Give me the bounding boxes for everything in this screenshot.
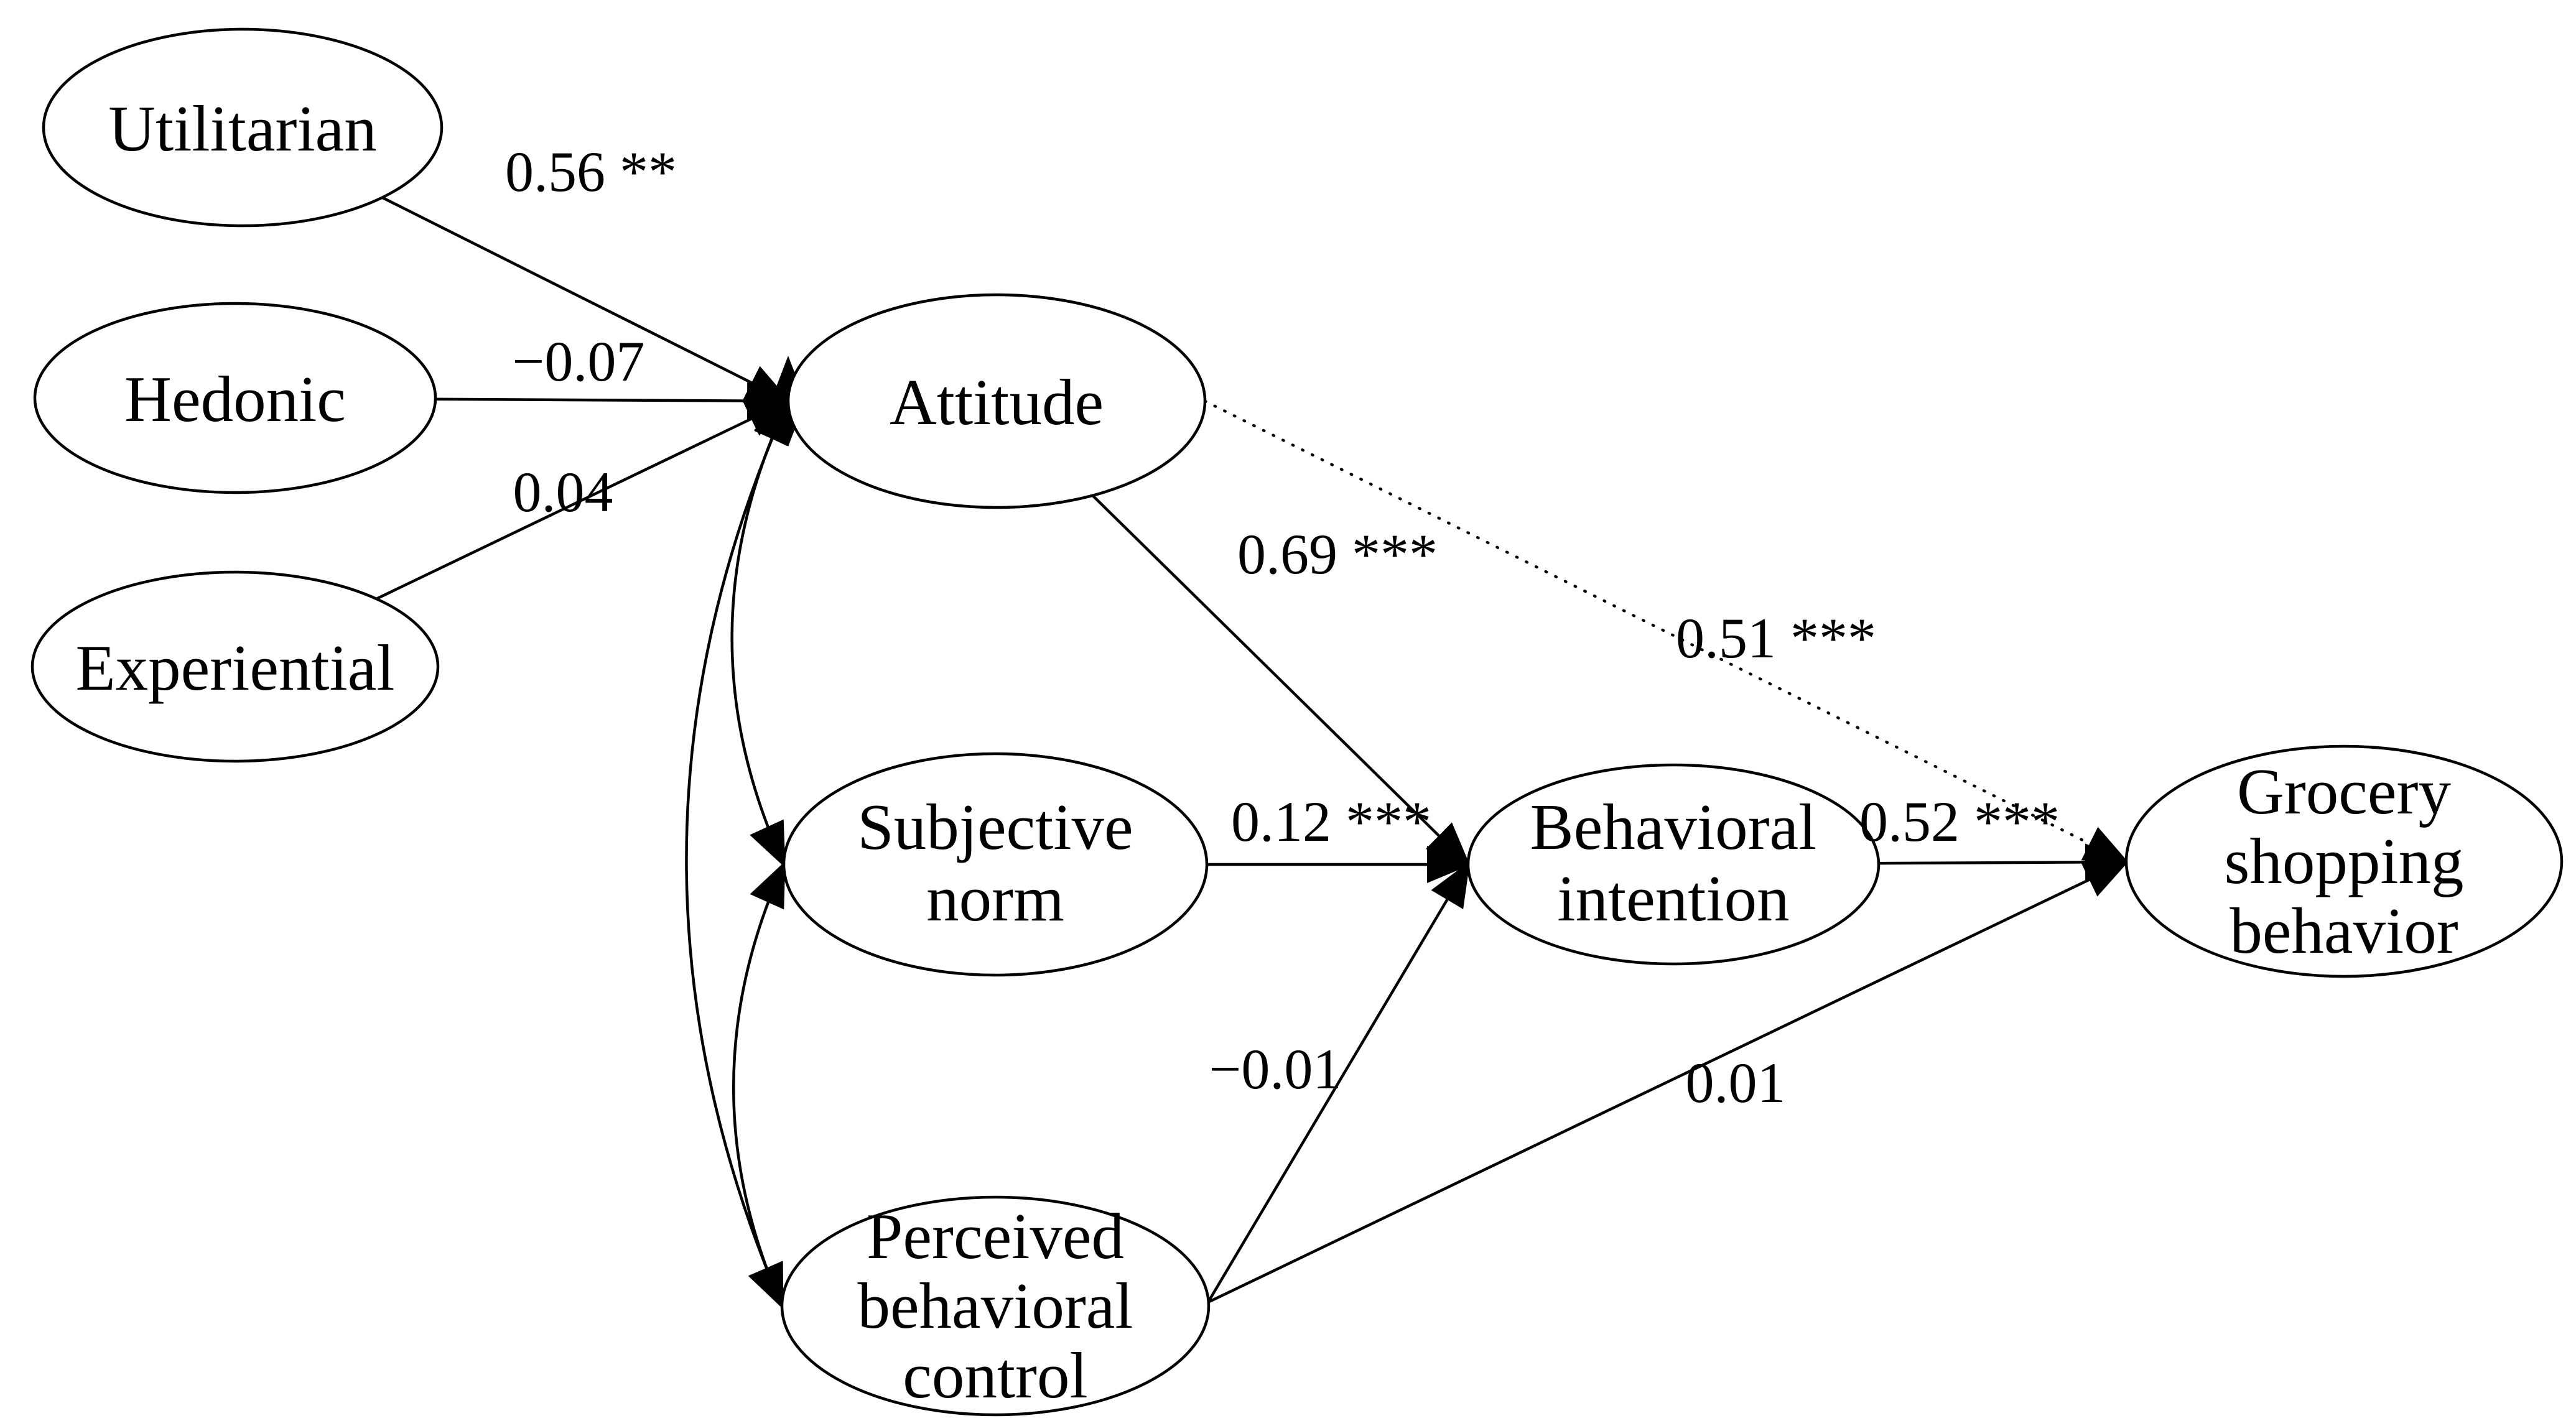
node-perceived-behavioral-control: Perceived behavioral control xyxy=(780,1195,1211,1417)
node-behavioral-intention-ellipse xyxy=(1466,763,1881,966)
node-pbc-label-line1: Perceived xyxy=(867,1200,1124,1272)
nodes-layer: Utilitarian Hedonic Experiential Attitud… xyxy=(30,27,2564,1417)
node-subjective-norm: Subjective norm xyxy=(782,752,1209,977)
node-utilitarian-label: Utilitarian xyxy=(108,92,377,165)
coef-experiential-attitude: 0.04 xyxy=(513,460,613,524)
node-experiential-label: Experiential xyxy=(75,631,394,704)
node-hedonic-ellipse xyxy=(33,302,437,494)
node-attitude-label: Attitude xyxy=(890,366,1104,438)
node-behavioral-intention-label-line1: Behavioral xyxy=(1530,790,1817,863)
node-pbc-label-line3: control xyxy=(903,1339,1087,1412)
node-grocery-shopping-behavior: Grocery shopping behavior xyxy=(2124,744,2564,978)
node-behavioral-intention: Behavioral intention xyxy=(1466,763,1881,966)
node-attitude: Attitude xyxy=(786,293,1207,509)
node-subjective-norm-label-line1: Subjective xyxy=(857,790,1133,863)
edges-layer xyxy=(235,126,2130,1310)
coef-attitude-intention: 0.69 *** xyxy=(1237,522,1438,586)
coef-hedonic-attitude: −0.07 xyxy=(513,330,645,393)
node-grocery-label-line1: Grocery xyxy=(2237,755,2451,828)
node-utilitarian-ellipse xyxy=(42,27,444,228)
node-grocery-ellipse xyxy=(2124,744,2564,978)
covariance-subjective-norm-pbc xyxy=(732,861,786,1310)
coef-subjective-norm-intention: 0.12 *** xyxy=(1231,790,1431,853)
node-grocery-label-line3: behavior xyxy=(2230,894,2458,967)
node-subjective-norm-ellipse xyxy=(782,752,1209,977)
node-behavioral-intention-label-line2: intention xyxy=(1557,862,1789,935)
node-grocery-label-line2: shopping xyxy=(2224,825,2463,897)
edge-pbc-to-intention xyxy=(1207,861,1471,1303)
coef-pbc-intention: −0.01 xyxy=(1209,1037,1342,1101)
coef-intention-behavior: 0.52 *** xyxy=(1859,790,2060,853)
node-pbc-label-line2: behavioral xyxy=(857,1269,1133,1342)
node-attitude-ellipse xyxy=(786,293,1207,509)
coefficients-layer: 0.56 ** −0.07 0.04 0.69 *** 0.51 *** 0.1… xyxy=(505,140,2060,1114)
node-subjective-norm-label-line2: norm xyxy=(926,862,1064,935)
coef-utilitarian-attitude: 0.56 ** xyxy=(505,140,677,203)
coef-pbc-behavior: 0.01 xyxy=(1686,1051,1786,1114)
node-utilitarian: Utilitarian xyxy=(42,27,444,228)
edge-pbc-to-behavior xyxy=(1207,860,2130,1304)
node-hedonic: Hedonic xyxy=(33,302,437,494)
node-hedonic-label: Hedonic xyxy=(124,363,346,435)
node-pbc-ellipse xyxy=(780,1195,1211,1417)
node-experiential-ellipse xyxy=(30,570,440,763)
coef-attitude-behavior: 0.51 *** xyxy=(1676,606,1876,670)
node-experiential: Experiential xyxy=(30,570,440,763)
covariance-attitude-pbc xyxy=(685,397,790,1310)
